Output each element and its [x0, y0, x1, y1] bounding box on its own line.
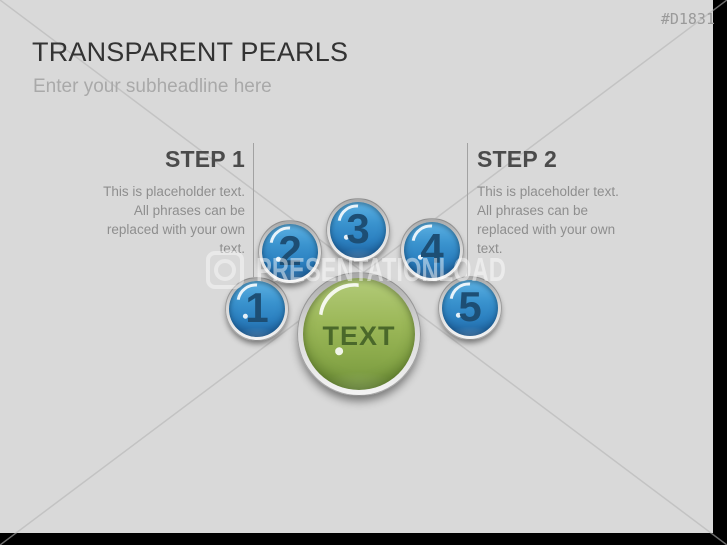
step-2-block: STEP 2 This is placeholder text. All phr…	[477, 146, 629, 259]
pearl-center: TEXT	[297, 269, 421, 396]
pearl-1-number: 1	[245, 284, 269, 331]
pearl-4: 4	[400, 217, 464, 282]
pearl-4-number: 4	[420, 225, 444, 272]
pearl-1: 1	[225, 276, 289, 341]
step-2-connector-line	[467, 143, 468, 276]
pearl-1-sphere: 1	[229, 276, 285, 337]
pearl-center-label: TEXT	[322, 320, 396, 351]
pearl-5-sphere: 5	[442, 275, 498, 336]
step-2-heading: STEP 2	[477, 146, 558, 172]
pearl-4-sphere: 4	[404, 217, 460, 278]
pearl-3: 3	[326, 197, 390, 262]
product-id-label: #D1831	[660, 10, 715, 28]
pearl-3-number: 3	[346, 205, 370, 252]
pearl-5: 5	[438, 275, 502, 340]
pearl-2-sphere: 2	[262, 219, 318, 280]
slide-title: TRANSPARENT PEARLS	[32, 37, 349, 67]
step-2-body: This is placeholder text. All phrases ca…	[477, 184, 619, 257]
slide-content: #D1831 TRANSPARENT PEARLS Enter your sub…	[0, 0, 713, 533]
pearl-center-sphere: TEXT	[303, 269, 415, 390]
step-1-body: This is placeholder text. All phrases ca…	[103, 184, 245, 257]
pearl-5-number: 5	[458, 283, 482, 330]
pearl-2-number: 2	[278, 227, 302, 274]
pearl-2: 2	[258, 219, 322, 284]
step-1-heading: STEP 1	[164, 146, 245, 172]
step-1-connector-line	[253, 143, 254, 278]
step-1-block: STEP 1 This is placeholder text. All phr…	[93, 146, 245, 259]
slide-subheadline: Enter your subheadline here	[33, 76, 272, 97]
pearl-3-sphere: 3	[330, 197, 386, 258]
